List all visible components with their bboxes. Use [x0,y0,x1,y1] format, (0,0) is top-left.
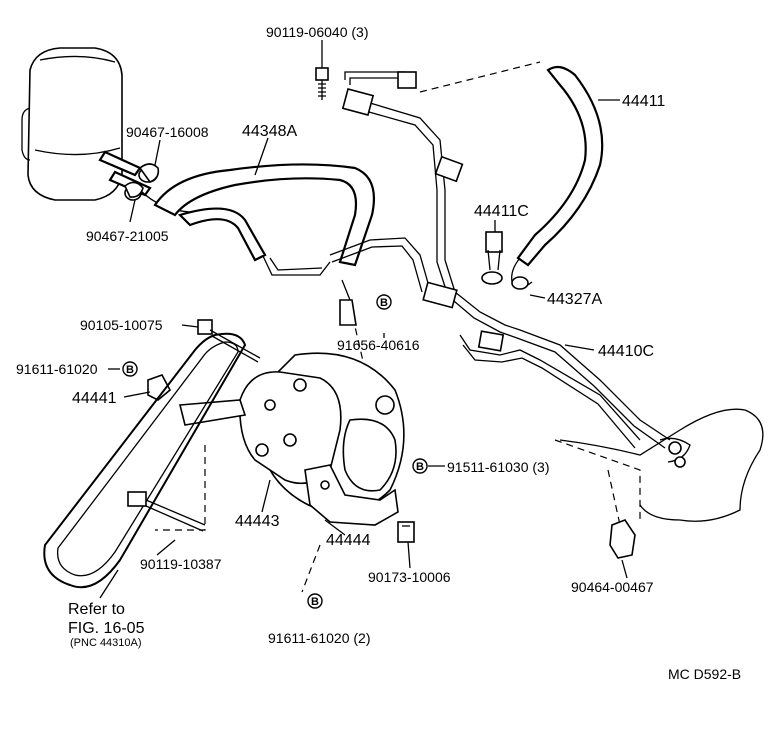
adjust-bar-44441 [147,374,247,426]
label-90173-10006: 90173-10006 [368,569,451,585]
label-90464-00467: 90464-00467 [571,579,654,595]
return-hose-44348A [153,163,376,276]
pressure-tube-assembly [329,71,671,449]
drive-belt [43,332,247,589]
label-90105-10075: 90105-10075 [80,317,163,333]
bolt-90119-06040 [315,67,329,100]
refer-pnc-text: (PNC 44310A) [70,637,142,649]
label-90119-10387: 90119-10387 [140,556,222,572]
steering-gear-housing [559,408,764,522]
bolt-90105-10075 [197,319,261,363]
svg-text:B: B [416,461,424,473]
label-44443: 44443 [235,513,280,530]
union-bolt-and-gasket [481,231,529,290]
label-44411C: 44411C [474,203,529,220]
label-90467-16008: 90467-16008 [126,124,209,140]
label-90467-21005: 90467-21005 [86,228,169,244]
bracket-44444 [304,464,399,526]
nut-90173-10006 [397,521,415,543]
b-marker: B [307,593,323,609]
label-44441: 44441 [72,390,117,407]
b-marker: B [122,361,138,377]
figure-code: MC D592-B [668,666,741,682]
label-91656-40616: 91656-40616 [337,337,420,353]
label-44411: 44411 [622,93,665,110]
hose-clamps-90467 [124,163,160,198]
refer-figure-text: FIG. 16-05 [68,620,145,637]
label-44444: 44444 [326,532,371,549]
part-labels: 90119-06040 (3) 44411 90467-16008 44348A… [16,24,741,682]
b-marker: B [376,294,392,310]
label-90119-06040: 90119-06040 (3) [266,24,368,40]
label-91611-61020-2: 91611-61020 (2) [268,630,370,646]
b-markers: B B B B [122,294,428,609]
b-marker: B [412,458,428,474]
bolt-90119-10387 [127,491,206,532]
label-44327A: 44327A [547,291,602,308]
label-91511-61030: 91511-61030 (3) [447,459,549,475]
label-44348A: 44348A [242,123,297,140]
svg-text:B: B [380,297,388,309]
label-91611-61020: 91611-61020 [16,361,98,377]
pressure-hose-44411 [511,65,604,288]
reservoir-tank [21,47,123,201]
label-leaders [99,40,628,599]
refer-to-text: Refer to [68,601,125,618]
clamp-90464-00467 [609,519,636,559]
svg-text:B: B [126,364,134,376]
label-44410C: 44410C [598,343,654,360]
svg-text:B: B [311,596,319,608]
